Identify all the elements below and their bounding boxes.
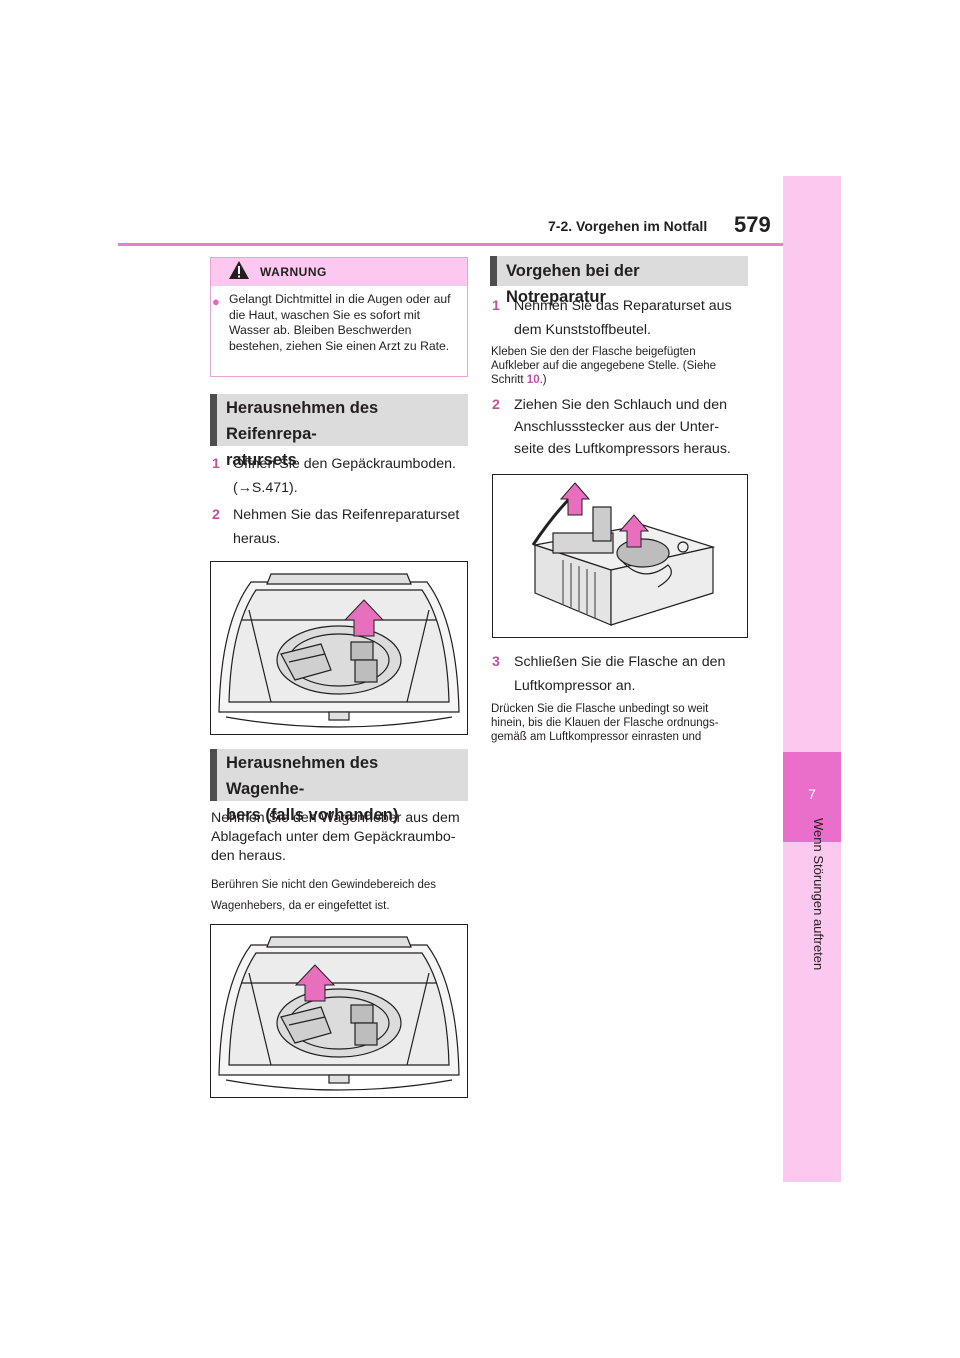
step-1-left: 1 Öffnen Sie den Gepäckraumboden. (→S.47… <box>212 452 472 500</box>
section-header: 7-2. Vorgehen im Notfall <box>548 218 708 234</box>
page-number: 579 <box>734 212 771 237</box>
chapter-number: 7 <box>808 786 816 802</box>
step-text: heraus. <box>233 531 281 547</box>
text-line: Aufkleber auf die angegebene Stelle. (Si… <box>491 360 717 372</box>
note-sticker: Kleben Sie den der Flasche beigefügten A… <box>491 345 756 387</box>
heading-line: bers (falls vorhanden) <box>226 806 399 824</box>
chapter-title: Wenn Störungen auftreten <box>811 818 826 971</box>
text-line: Kleben Sie den der Flasche beigefügten <box>491 346 696 358</box>
text-line: Schritt 10.) <box>491 373 756 387</box>
warning-text: Gelangt Dichtmittel in die Augen oder au… <box>229 292 451 353</box>
text-line: den heraus. <box>211 848 286 864</box>
text-line: gemäß am Luftkompressor einrasten und <box>491 731 702 743</box>
step-text: dem Kunststoffbeutel. <box>514 322 651 338</box>
step-text: Öffnen Sie den Gepäckraumboden. <box>233 456 456 472</box>
step-2-left: 2 Nehmen Sie das Reifenreparaturset hera… <box>212 503 472 551</box>
chapter-number-box <box>783 752 841 842</box>
figure-trunk-jack <box>210 924 468 1098</box>
text-fragment: .) <box>539 374 547 386</box>
step-2-right: 2 Ziehen Sie den Schlauch und den Anschl… <box>492 394 754 460</box>
text-line: Drücken Sie die Flasche unbedingt so wei… <box>491 703 709 715</box>
text-line: hinein, bis die Klauen der Flasche ordnu… <box>491 717 719 729</box>
step-text: (→S.471). <box>233 480 298 496</box>
heading-line: ratursets <box>226 451 297 469</box>
section-heading-repair-kit: Herausnehmen des Reifenrepa- ratursets <box>210 394 468 469</box>
figure-compressor <box>492 474 748 638</box>
step-number: 3 <box>492 654 500 670</box>
warning-triangle-icon <box>229 261 249 279</box>
text-line: Berühren Sie nicht den Gewindebereich de… <box>211 879 437 891</box>
step-number: 2 <box>212 507 220 523</box>
chapter-title-wrap: Wenn Störungen auftreten <box>811 818 826 998</box>
paragraph-jack: Nehmen Sie den Wagenheber aus dem Ablage… <box>211 809 473 866</box>
step-reference: 10 <box>526 374 540 386</box>
text-fragment: Schritt <box>491 374 527 386</box>
section-heading-jack: Herausnehmen des Wagenhe- bers (falls vo… <box>210 749 468 824</box>
step-3-right: 3 Schließen Sie die Flasche an den Luftk… <box>492 650 754 698</box>
heading-line: Herausnehmen des Reifenrepa- <box>226 399 379 443</box>
step-text: Nehmen Sie das Reparaturset aus <box>514 298 732 314</box>
figure-trunk-repair-kit <box>210 561 468 735</box>
header-rule <box>118 243 783 246</box>
trunk-illustration <box>218 573 460 728</box>
note-jack: Berühren Sie nicht den Gewindebereich de… <box>211 875 473 917</box>
compressor-illustration <box>531 482 716 626</box>
step-text: Schließen Sie die Flasche an den <box>514 654 726 670</box>
chapter-sidebar <box>783 176 841 1182</box>
step-text: Anschlussstecker aus der Unter- <box>514 419 720 435</box>
trunk-jack-illustration <box>218 936 460 1091</box>
text-line: Wagenhebers, da er eingefettet ist. <box>211 900 390 912</box>
warning-box <box>210 257 468 377</box>
bullet-icon: ● <box>212 294 220 309</box>
step-text: Luftkompressor an. <box>514 678 636 694</box>
text-line: Nehmen Sie den Wagenheber aus dem <box>211 810 460 826</box>
step-1-right: 1 Nehmen Sie das Reparaturset aus dem Ku… <box>492 294 754 342</box>
text-line: Ablagefach unter dem Gepäckraumbo- <box>211 829 456 845</box>
step-number: 1 <box>212 456 220 472</box>
heading-line: Herausnehmen des Wagenhe- <box>226 754 379 798</box>
note-bottle: Drücken Sie die Flasche unbedingt so wei… <box>491 702 756 744</box>
step-text: Ziehen Sie den Schlauch und den <box>514 397 727 413</box>
warning-header <box>211 258 467 286</box>
warning-label: WARNUNG <box>260 265 327 279</box>
section-heading-emergency-repair: Vorgehen bei der Notreparatur <box>490 256 748 306</box>
step-text: seite des Luftkompressors heraus. <box>514 441 731 457</box>
step-number: 2 <box>492 397 500 413</box>
step-number: 1 <box>492 298 500 314</box>
step-text: Nehmen Sie das Reifenreparaturset <box>233 507 460 523</box>
